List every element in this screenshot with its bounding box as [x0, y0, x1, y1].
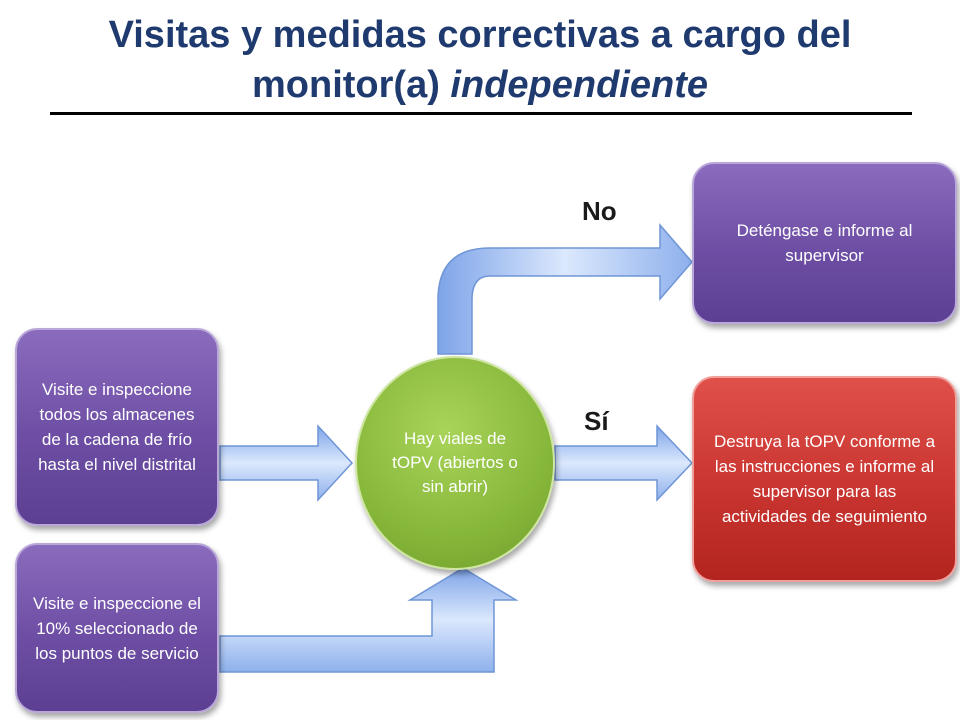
node-destroy: Destruya la tOPV conforme a las instrucc…: [692, 376, 957, 582]
title-main: Visitas y medidas correctivas a cargo de…: [108, 14, 852, 106]
node-destroy-text: Destruya la tOPV conforme a las instrucc…: [713, 432, 936, 526]
node-visit-10-text: Visite e inspeccione el 10% seleccionado…: [33, 593, 201, 663]
label-yes: Sí: [584, 406, 609, 436]
node-visit-10: Visite e inspeccione el 10% seleccionado…: [15, 543, 219, 713]
decision-text: Hay viales de tOPV (abiertos o sin abrir…: [392, 429, 518, 496]
title-emphasis: independiente: [450, 64, 708, 106]
arrow-yes: [554, 424, 694, 502]
node-visit-all-text: Visite e inspeccione todos los almacenes…: [38, 380, 196, 474]
label-no: No: [582, 196, 617, 226]
node-stop-text: Deténgase e informe al supervisor: [736, 221, 913, 265]
arrow-from-visit-all: [219, 424, 354, 502]
arrow-no: [437, 222, 693, 355]
title-underline: [50, 112, 912, 115]
page-title: Visitas y medidas correctivas a cargo de…: [20, 10, 940, 110]
node-visit-all: Visite e inspeccione todos los almacenes…: [15, 328, 219, 526]
decision-node: Hay viales de tOPV (abiertos o sin abrir…: [355, 356, 555, 570]
arrow-from-visit-10: [219, 567, 519, 673]
node-stop: Deténgase e informe al supervisor: [692, 162, 957, 324]
